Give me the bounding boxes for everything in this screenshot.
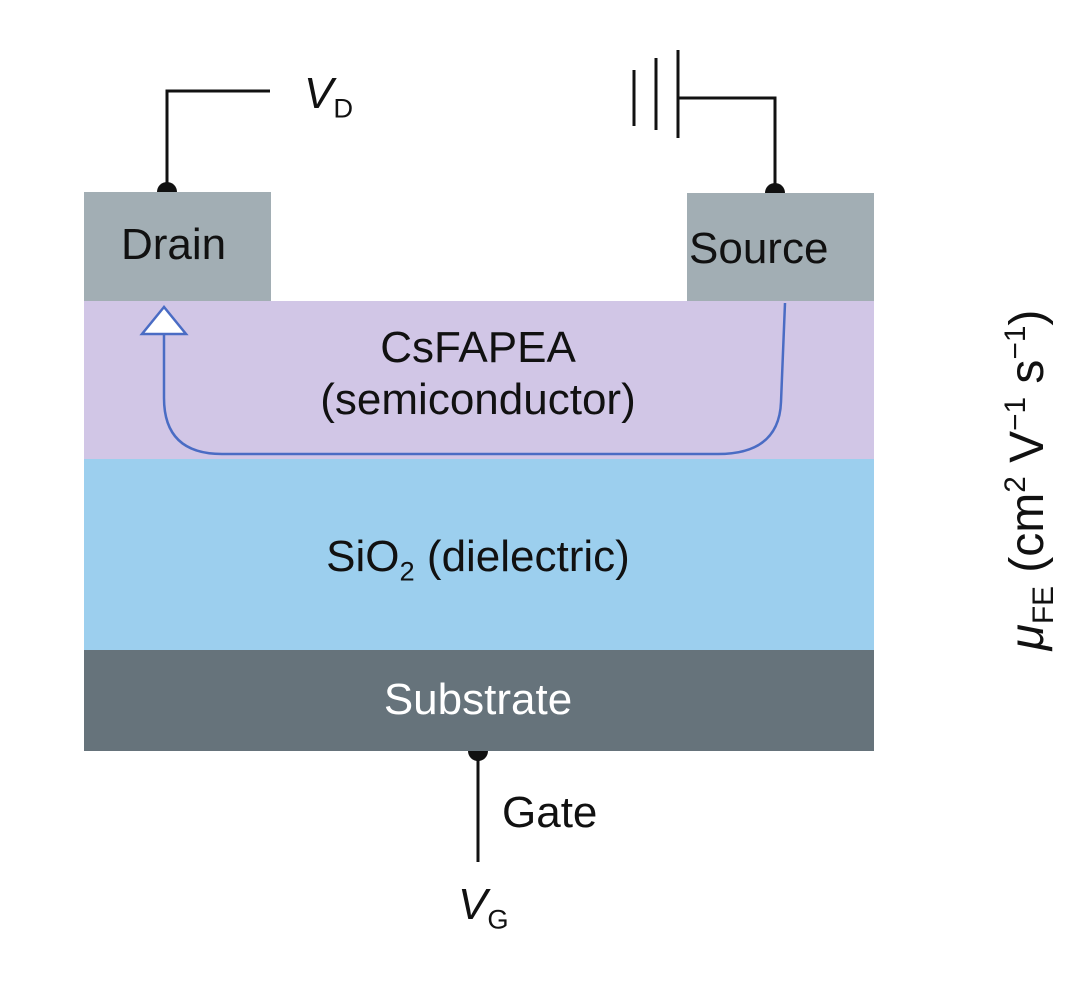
gate-label: Gate [502,788,598,837]
vd-label: VD [304,69,354,124]
substrate-layer [84,650,874,751]
substrate-label: Substrate [383,675,573,724]
drain-electrode [84,192,271,301]
ground-symbol-icon [632,50,680,138]
semiconductor-layer [84,301,874,459]
source-label: Source [689,224,829,273]
drain-terminal-dot [157,182,177,192]
semiconductor-role-label: (semiconductor) [320,375,636,424]
drain-wire [165,89,270,187]
dielectric-layer [84,459,874,650]
current-flow-arrow-icon [139,305,189,336]
drain-label: Drain [121,220,227,269]
source-wire [678,96,777,188]
gate-terminal-dot [468,751,488,761]
source-electrode [687,193,874,301]
semiconductor-name-label: CsFAPEA [380,323,576,372]
dielectric-label: SiO2 (dielectric) [326,532,630,587]
mobility-axis-label: μFE (cm2 V−1 s−1) [998,309,1061,651]
current-path-line [162,302,787,456]
source-terminal-dot [765,183,785,193]
vg-label: VG [458,880,509,935]
